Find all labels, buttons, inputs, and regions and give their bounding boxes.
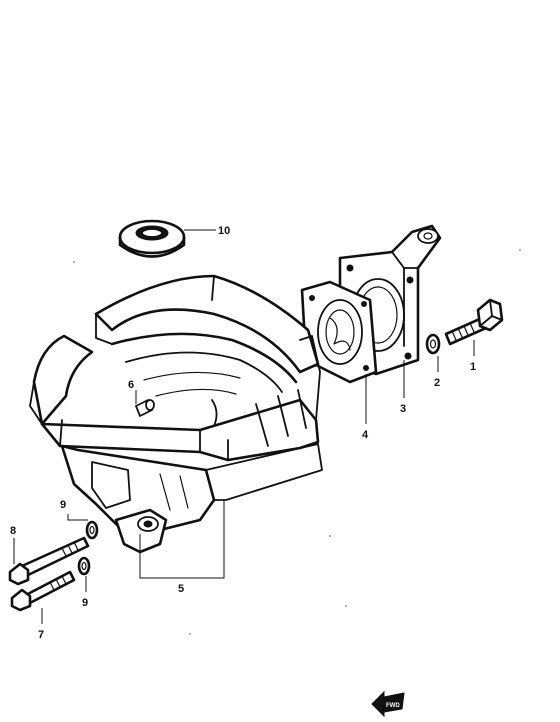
gasket-part-4 [300, 280, 378, 384]
callout-label-2: 2 [434, 377, 440, 389]
callout-label-1: 1 [470, 361, 476, 373]
callout-label-9a: 9 [60, 499, 66, 511]
callout-label-6: 6 [128, 379, 134, 391]
dowel-pin-part-6 [135, 399, 155, 417]
callout-label-9b: 9 [82, 597, 88, 609]
callout-label-5: 5 [178, 583, 184, 595]
long-bolt-part-8 [8, 536, 90, 586]
leader-line-5 [139, 500, 225, 579]
washer-part-9-upper [85, 520, 99, 540]
forward-marker-label: FWD [386, 703, 400, 709]
callout-label-8: 8 [10, 525, 16, 537]
short-bolt-part-7 [10, 570, 76, 612]
washer-part-2 [425, 333, 441, 355]
callout-label-3: 3 [400, 403, 406, 415]
callout-label-7: 7 [38, 629, 44, 641]
forward-arrow-icon: FWD [371, 690, 405, 718]
scan-specks [73, 249, 521, 635]
bolt-part-1 [444, 298, 504, 346]
callout-label-4: 4 [362, 429, 369, 441]
washer-part-9-lower [77, 556, 91, 576]
housing-assembly-part-5 [29, 274, 323, 554]
callout-label-10: 10 [218, 225, 230, 237]
oil-seal-part-10 [118, 219, 186, 258]
leader-line-9a [67, 514, 88, 521]
